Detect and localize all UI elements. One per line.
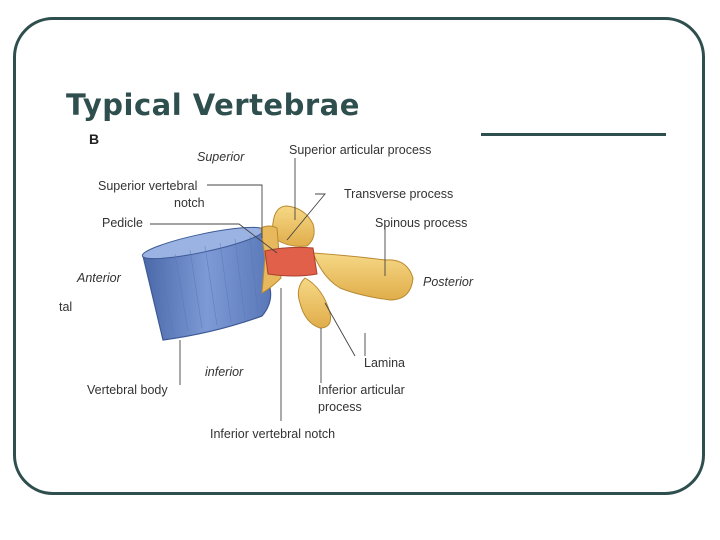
orientation-cut-off-label: tal — [59, 300, 72, 314]
label-inferior-articular-process-1: Inferior articular — [318, 383, 405, 397]
title-rule — [481, 133, 666, 136]
pedicle-shape — [264, 246, 318, 277]
figure-letter: B — [89, 131, 99, 147]
label-superior-articular-process: Superior articular process — [289, 143, 431, 157]
label-transverse-process: Transverse process — [344, 187, 453, 201]
orientation-inferior: inferior — [205, 365, 244, 379]
label-spinous-process: Spinous process — [375, 216, 467, 230]
orientation-posterior: Posterior — [423, 275, 474, 289]
slide-frame — [13, 17, 705, 495]
orientation-anterior: Anterior — [76, 271, 122, 285]
label-pedicle: Pedicle — [102, 216, 143, 230]
leader-lines — [150, 158, 386, 421]
slide-title: Typical Vertebrae — [66, 88, 360, 122]
label-superior-vertebral-notch-2: notch — [174, 196, 205, 210]
label-inferior-articular-process-2: process — [318, 400, 362, 414]
posterior-elements-shape — [260, 205, 414, 329]
vertebral-body-shape — [141, 226, 272, 341]
label-vertebral-body: Vertebral body — [87, 383, 168, 397]
label-superior-vertebral-notch-1: Superior vertebral — [98, 179, 197, 193]
label-inferior-vertebral-notch: Inferior vertebral notch — [210, 427, 335, 441]
label-lamina: Lamina — [364, 356, 405, 370]
vertebra-diagram: B Superior Anterior Posterior inferior t… — [59, 131, 474, 441]
orientation-superior: Superior — [197, 150, 245, 164]
